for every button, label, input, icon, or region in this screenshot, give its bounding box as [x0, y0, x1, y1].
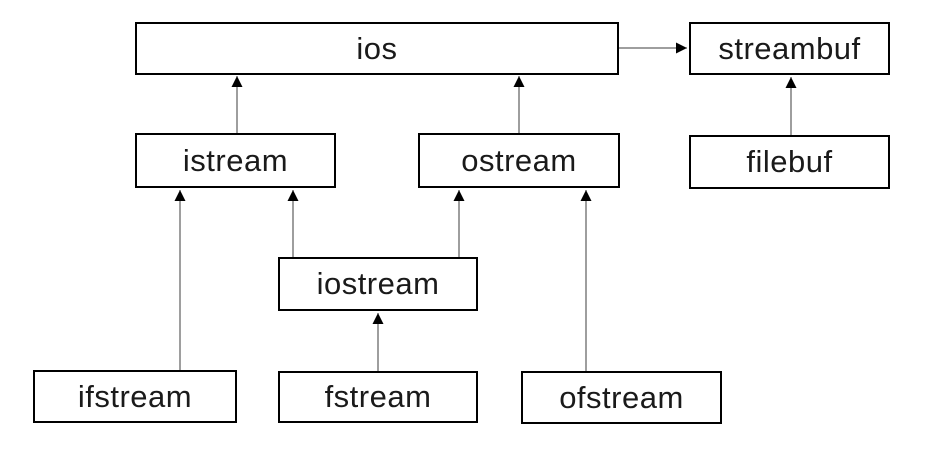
node-ostream: ostream — [418, 133, 620, 188]
node-ifstream-label: ifstream — [77, 378, 193, 414]
node-iostream-label: iostream — [316, 266, 440, 301]
node-iostream: iostream — [278, 257, 478, 311]
node-ostream-label: ostream — [461, 142, 577, 178]
node-fstream: fstream — [278, 371, 478, 423]
node-ios-label: ios — [356, 30, 398, 66]
node-istream: istream — [135, 133, 336, 188]
node-istream-label: istream — [182, 142, 289, 178]
node-filebuf-label: filebuf — [746, 144, 833, 179]
node-ofstream: ofstream — [521, 371, 722, 424]
node-ifstream: ifstream — [33, 370, 237, 423]
node-ios: ios — [135, 22, 619, 75]
node-streambuf: streambuf — [689, 22, 890, 75]
node-fstream-label: fstream — [324, 379, 432, 414]
node-ofstream-label: ofstream — [559, 379, 684, 415]
node-streambuf-label: streambuf — [718, 30, 861, 66]
node-filebuf: filebuf — [689, 135, 890, 189]
